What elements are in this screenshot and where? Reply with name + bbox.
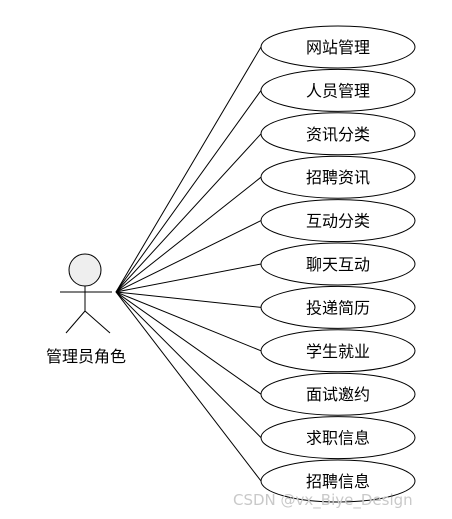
use-case-node: 招聘信息 xyxy=(260,459,416,503)
use-case-label: 投递简历 xyxy=(306,298,370,317)
use-case-label: 资讯分类 xyxy=(306,125,370,144)
use-case-ellipse xyxy=(260,459,416,503)
use-case-label: 招聘信息 xyxy=(306,472,370,491)
use-case-label: 聊天互动 xyxy=(306,255,370,274)
actor-right-leg xyxy=(84,310,111,334)
association-line xyxy=(115,90,262,293)
association-line xyxy=(115,133,262,293)
actor-left-leg xyxy=(65,310,86,334)
use-case-label: 人员管理 xyxy=(306,81,370,100)
association-line xyxy=(115,220,262,293)
use-case-ellipse xyxy=(260,112,416,156)
use-case-label: 学生就业 xyxy=(306,342,370,361)
use-case-label: 招聘资讯 xyxy=(306,168,370,187)
use-case-label: 网站管理 xyxy=(306,38,370,57)
use-case-node: 互动分类 xyxy=(260,199,416,243)
use-case-node: 聊天互动 xyxy=(260,242,416,286)
association-line xyxy=(115,291,262,438)
use-case-ellipse xyxy=(260,372,416,416)
use-case-ellipse xyxy=(260,329,416,373)
use-case-node: 网站管理 xyxy=(260,25,416,69)
association-line xyxy=(115,291,262,482)
association-line xyxy=(115,291,262,352)
actor-head xyxy=(68,253,102,287)
use-case-node: 求职信息 xyxy=(260,416,416,460)
actor-figure: 管理员角色 xyxy=(46,253,126,366)
association-line xyxy=(115,46,262,293)
use-case-ellipse xyxy=(260,242,416,286)
association-line xyxy=(115,291,262,395)
use-case-label: 求职信息 xyxy=(306,429,370,448)
use-case-node: 招聘资讯 xyxy=(260,155,416,199)
use-case-ellipse xyxy=(260,155,416,199)
association-lines xyxy=(115,46,262,482)
use-case-ellipse xyxy=(260,25,416,69)
use-case-node: 面试邀约 xyxy=(260,372,416,416)
use-case-ellipse xyxy=(260,199,416,243)
use-case-ellipse xyxy=(260,68,416,112)
use-case-node: 资讯分类 xyxy=(260,112,416,156)
use-case-node: 人员管理 xyxy=(260,68,416,112)
use-case-node: 学生就业 xyxy=(260,329,416,373)
watermark: CSDN @vx_Biye_Design xyxy=(233,491,413,510)
use-case-ellipse xyxy=(260,416,416,460)
use-case-ellipse xyxy=(260,285,416,329)
association-line xyxy=(115,176,262,293)
use-case-label: 面试邀约 xyxy=(306,385,370,404)
use-case-group: 网站管理人员管理资讯分类招聘资讯互动分类聊天互动投递简历学生就业面试邀约求职信息… xyxy=(260,25,416,503)
actor-label: 管理员角色 xyxy=(46,347,126,366)
association-line xyxy=(115,263,262,293)
use-case-label: 互动分类 xyxy=(306,212,370,231)
use-case-node: 投递简历 xyxy=(260,285,416,329)
association-line xyxy=(115,291,262,308)
